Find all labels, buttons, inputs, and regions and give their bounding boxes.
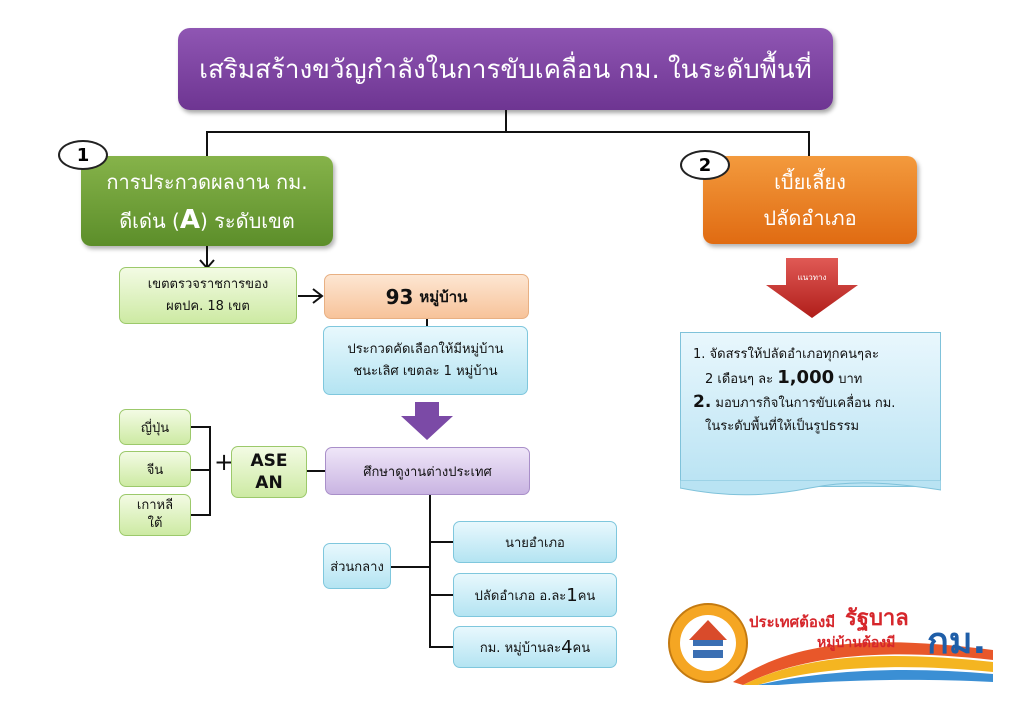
connector [426,319,428,327]
central-box: ส่วนกลาง [323,543,391,589]
note-1b-pre: 2 เดือนๆ ละ [705,372,778,387]
country-korea-line1: เกาหลี [136,498,174,513]
guideline-label: แนวทาง [797,273,827,282]
contest-selection-box: ประกวดคัดเลือกให้มีหมู่บ้าน ชนะเลิศ เขตล… [323,326,528,395]
arrow-right-icon [298,288,324,304]
asean-line2: AN [255,473,283,493]
note-2: 2. มอบภารกิจในการขับเคลื่อน กม. [693,391,928,415]
deputy-box: ปลัดอำเภอ อ.ละ 1 คน [453,573,617,617]
connector [808,131,810,156]
branch1-line2-pre: ดีเด่น ( [119,208,180,233]
connector [191,426,211,428]
connector [206,131,208,156]
step-number-2: 2 [680,150,730,180]
contest-line2: ชนะเลิศ เขตละ 1 หมู่บ้าน [353,363,498,379]
km-pre: กม. หมู่บ้านละ [479,640,562,656]
guideline-notes: 1. จัดสรรให้ปลัดอำเภอทุกคนๆละ 2 เดือนๆ ล… [680,332,941,487]
villages-label: หมู่บ้าน [419,287,468,306]
note-1b: 2 เดือนๆ ละ 1,000 บาท [693,366,928,391]
step-number-2-text: 2 [698,154,712,176]
note-1b-post: บาท [834,372,863,387]
country-china-box: จีน [119,451,191,487]
country-japan-box: ญี่ปุ่น [119,409,191,445]
deputy-post: คน [577,588,596,604]
asean-line1: ASE [250,451,288,471]
country-korea-box: เกาหลี ใต้ [119,494,191,536]
connector [209,426,211,516]
overseas-study-box: ศึกษาดูงานต่างประเทศ [325,447,530,495]
deputy-pre: ปลัดอำเภอ อ.ละ [474,588,567,604]
connector [429,495,431,648]
central-label: ส่วนกลาง [330,559,384,575]
plus-sign: + [214,448,235,476]
inspection-zones-box: เขตตรวจราชการของ ผตปค. 18 เขต [119,267,297,324]
inspect-line1: เขตตรวจราชการของ [147,276,269,292]
campaign-logo: ประเทศต้องมี รัฐบาล หมู่บ้านต้องมี กม. [667,600,1012,685]
logo-text-mid: หมู่บ้านต้องมี [817,635,896,651]
contest-branch-box: การประกวดผลงาน กม. ดีเด่น (A) ระดับเขต [81,156,333,246]
km-num: 4 [561,636,573,658]
note-wave-edge [680,480,941,496]
connector [429,594,453,596]
allowance-branch-box: เบี้ยเลี้ยง ปลัดอำเภอ [703,156,917,244]
connector [307,470,325,472]
note-1: 1. จัดสรรให้ปลัดอำเภอทุกคนๆละ [693,347,879,362]
title-text: เสริมสร้างขวัญกำลังในการขับเคลื่อน กม. ใ… [199,54,812,85]
connector [191,514,211,516]
contest-line1: ประกวดคัดเลือกให้มีหมู่บ้าน [347,341,504,357]
logo-text-top: ประเทศต้องมี [749,613,836,631]
note-2b: ในระดับพื้นที่ให้เป็นรูปธรรม [705,419,860,434]
step-number-1-text: 1 [76,144,90,166]
connector [391,566,431,568]
connector [429,646,453,648]
country-korea-line2: ใต้ [147,516,163,531]
branch2-line2: ปลัดอำเภอ [763,206,857,230]
guideline-arrow-icon [766,258,858,318]
connector [429,541,453,543]
overseas-study-label: ศึกษาดูงานต่างประเทศ [363,464,492,480]
connector [191,469,211,471]
logo-text-km: กม. [927,621,987,662]
branch1-line2-post: ) ระดับเขต [199,208,295,233]
connector [505,110,507,132]
note-2-num: 2. [693,392,712,412]
district-chief-box: นายอำเภอ [453,521,617,563]
district-chief-label: นายอำเภอ [505,535,565,551]
branch1-line1: การประกวดผลงาน กม. [106,169,308,194]
villages-count-box: 93 หมู่บ้าน [324,274,529,319]
diagram-title: เสริมสร้างขวัญกำลังในการขับเคลื่อน กม. ใ… [178,28,833,110]
note-2-text: มอบภารกิจในการขับเคลื่อน กม. [711,396,896,411]
connector [206,131,810,133]
villages-number: 93 [385,284,414,309]
country-china: จีน [146,462,164,478]
logo-swoosh [733,642,993,685]
km-post: คน [572,640,591,656]
deputy-num: 1 [566,584,578,606]
branch1-grade: A [179,204,200,235]
asean-box: ASE AN [231,446,307,498]
km-members-box: กม. หมู่บ้านละ 4 คน [453,626,617,668]
note-amount: 1,000 [777,367,835,388]
emblem-icon [668,603,748,683]
inspect-line2: ผตปค. 18 เขต [166,298,250,314]
country-japan: ญี่ปุ่น [140,420,170,436]
branch2-line1: เบี้ยเลี้ยง [774,170,846,194]
down-arrow-icon [401,402,453,440]
step-number-1: 1 [58,140,108,170]
logo-text-govt: รัฐบาล [845,606,909,631]
branch1-line2: ดีเด่น (A) ระดับเขต [119,201,295,240]
